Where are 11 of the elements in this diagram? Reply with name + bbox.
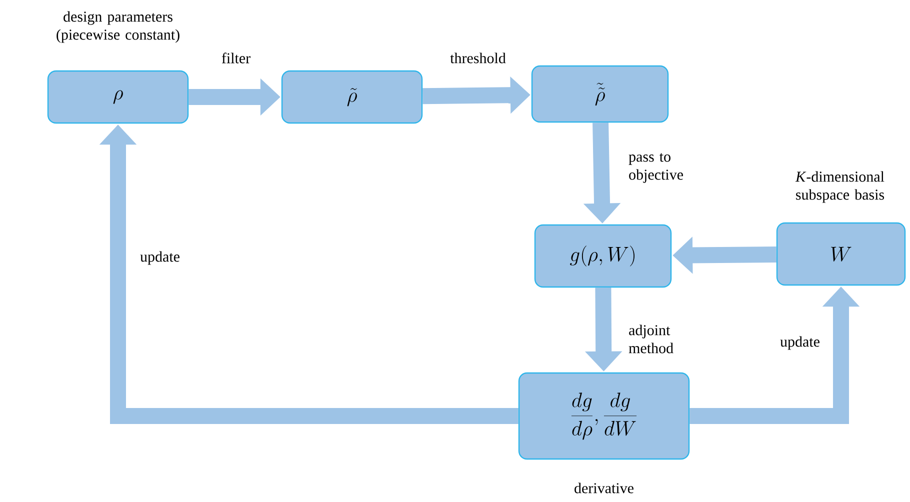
process-box: $W$ bbox=[776, 222, 906, 286]
edge-label: pass to objective bbox=[628, 153, 683, 183]
process-box: $\frac{dg}{d\rho},\frac{dg}{dW}$ bbox=[518, 372, 690, 460]
edge-label: threshold bbox=[450, 52, 506, 64]
edge-label: adjoint method bbox=[628, 324, 674, 354]
edge-label: update bbox=[780, 336, 820, 350]
edge-label: update bbox=[140, 251, 180, 265]
node-caption: design parameters (piecewise constant) bbox=[56, 11, 180, 43]
node-caption: derivative bbox=[574, 482, 634, 494]
node-caption: K-dimensional subspace basis bbox=[795, 171, 884, 203]
edge-label: filter bbox=[222, 52, 250, 64]
